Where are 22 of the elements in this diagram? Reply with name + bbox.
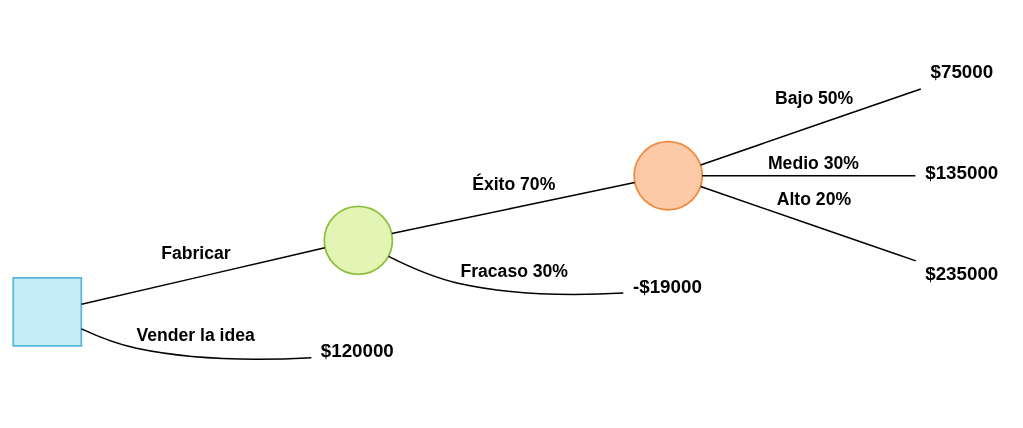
connector xyxy=(699,87,922,166)
edge-label: Éxito 70% xyxy=(472,173,556,194)
node-box xyxy=(12,276,83,347)
connector xyxy=(391,181,636,234)
edge-label: Bajo 50% xyxy=(775,87,854,108)
node-text: -$19000 xyxy=(632,275,702,297)
node-text: $235000 xyxy=(925,262,999,284)
edge-label: Medio 30% xyxy=(767,152,859,173)
connector xyxy=(701,174,917,177)
connector xyxy=(80,246,326,305)
edge-label: Fracaso 30% xyxy=(460,260,569,281)
node-text: $75000 xyxy=(930,60,994,82)
connector xyxy=(80,327,313,360)
edge-label: Alto 20% xyxy=(776,188,852,209)
node-text: $135000 xyxy=(925,161,999,183)
node-text: $120000 xyxy=(320,339,394,361)
connector xyxy=(699,185,917,262)
node-circle xyxy=(323,204,394,275)
edge-label: Vender la idea xyxy=(136,324,255,345)
node-circle xyxy=(633,140,704,211)
connector xyxy=(387,255,625,295)
edge-label: Fabricar xyxy=(161,242,231,263)
